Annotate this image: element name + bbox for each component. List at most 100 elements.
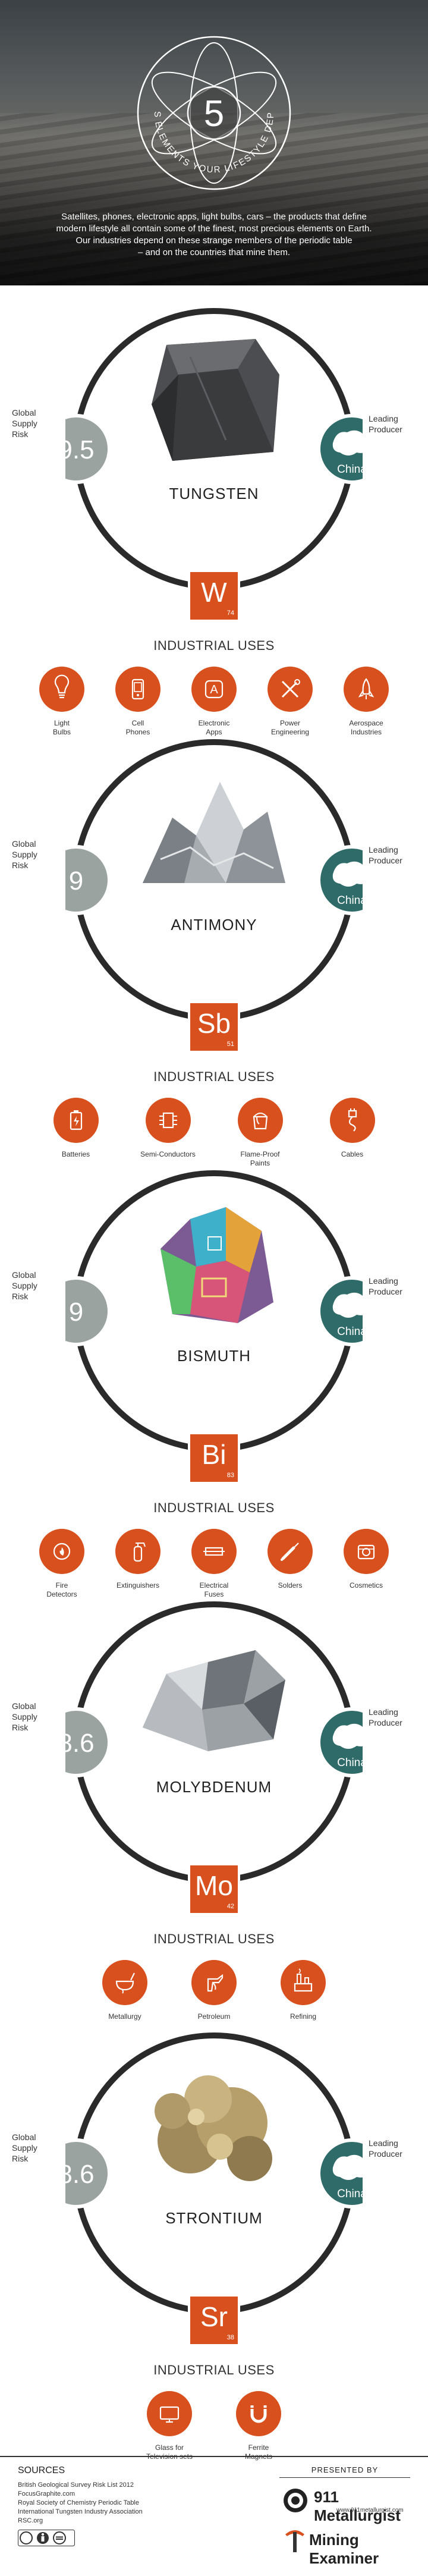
cellphone-icon <box>115 667 160 712</box>
atomic-number: 74 <box>226 610 234 617</box>
use-label: Refining <box>289 2012 317 2021</box>
cosmetics-icon <box>344 1529 389 1574</box>
soldering-iron-icon <box>268 1529 313 1574</box>
element-symbol: Mo <box>195 1870 233 1901</box>
supply-risk-value: 8.6 <box>65 2160 95 2189</box>
element-section-bismuth: 9ChinaBISMUTHGlobalSupplyRiskLeadingProd… <box>0 1151 428 1603</box>
china-map-icon <box>332 430 363 455</box>
china-map-icon <box>332 861 363 887</box>
industrial-uses-heading: INDUSTRIAL USES <box>153 2363 275 2377</box>
brand-911-metallurgist[interactable]: 911 Metallurgist www.911metallurgist.com <box>279 2483 410 2524</box>
industrial-uses-heading: INDUSTRIAL USES <box>153 1069 275 1084</box>
presented-by: PRESENTED BY <box>311 2465 379 2474</box>
molybdenum-sample-image <box>143 1650 285 1751</box>
pickaxe-icon <box>285 2530 304 2552</box>
refinery-icon <box>281 1960 326 2005</box>
producer-name: China <box>337 463 363 476</box>
use-item: Solders <box>257 1526 323 1590</box>
use-label: Semi-Conductors <box>140 1150 196 1158</box>
brand1-url: www.911metallurgist.com <box>336 2507 404 2514</box>
use-item: Semi-Conductors <box>136 1095 201 1159</box>
antimony-sample-image <box>143 782 285 883</box>
supply-risk-circle <box>65 1276 111 1346</box>
use-label: Cosmetics <box>349 1581 383 1589</box>
industrial-uses-heading: INDUSTRIAL USES <box>153 638 275 653</box>
supply-risk-circle <box>65 1707 111 1777</box>
paint-bucket-icon <box>237 1098 283 1143</box>
svg-text:A: A <box>210 683 218 696</box>
element-name: TUNGSTEN <box>169 485 259 502</box>
element-symbol: Sr <box>200 2301 228 2332</box>
app-icon: A <box>191 667 237 712</box>
supply-risk-value: 8.6 <box>65 1729 95 1758</box>
element-section-tungsten: 9.5ChinaTUNGSTENGlobalSupplyRiskLeadingP… <box>0 288 428 740</box>
metallurgist-logo-icon <box>284 2489 307 2512</box>
china-map-icon <box>332 1723 363 1749</box>
use-item: Batteries <box>43 1095 109 1159</box>
element-name: MOLYBDENUM <box>156 1778 272 1796</box>
use-label: Petroleum <box>197 2012 231 2021</box>
hero-banner: 5 PRECIOUS ELEMENTS YOUR LIFESTYLE DEPEN… <box>0 0 428 285</box>
intro-text: Satellites, phones, electronic apps, lig… <box>56 212 372 257</box>
use-item: Metallurgy <box>92 1958 158 2021</box>
atomic-number: 51 <box>226 1041 234 1048</box>
element-name: ANTIMONY <box>171 916 257 934</box>
use-item: Cosmetics <box>333 1526 399 1590</box>
strontium-sample-image <box>155 2075 272 2181</box>
creative-commons-icon <box>18 2530 75 2546</box>
tools-icon <box>268 667 313 712</box>
use-label: Metallurgy <box>108 2012 141 2021</box>
use-label: Extinguishers <box>116 1581 160 1589</box>
use-item: Extinguishers <box>105 1526 171 1590</box>
element-section-molybdenum: 8.6ChinaMOLYBDENUMGlobalSupplyRiskLeadin… <box>0 1582 428 2034</box>
bismuth-sample-image <box>160 1207 273 1323</box>
sources-list: British Geological Survey Risk List 2012… <box>18 2481 143 2524</box>
ladle-icon <box>102 1960 147 2005</box>
industrial-uses-heading: INDUSTRIAL USES <box>153 1931 275 1946</box>
use-label: Batteries <box>61 1150 90 1158</box>
fuel-nozzle-icon <box>191 1960 237 2005</box>
element-section-strontium: 8.6ChinaSTRONTIUMGlobalSupplyRiskLeading… <box>0 2013 428 2465</box>
element-name: STRONTIUM <box>165 2209 263 2227</box>
tungsten-sample-image <box>152 339 279 461</box>
producer-name: China <box>337 2188 363 2200</box>
atomic-number: 83 <box>226 1472 234 1479</box>
extinguisher-icon <box>115 1529 160 1574</box>
footer: SOURCES British Geological Survey Risk L… <box>0 2456 428 2576</box>
brand2-name: Mining Examiner <box>309 2531 379 2567</box>
battery-icon <box>53 1098 99 1143</box>
producer-name: China <box>337 1325 363 1338</box>
brand-mining-examiner[interactable]: Mining Examiner <box>279 2524 410 2567</box>
magnet-icon <box>236 2391 281 2436</box>
china-map-icon <box>332 1292 363 1318</box>
brand1-name: 911 Metallurgist <box>314 2488 401 2524</box>
supply-risk-circle <box>65 2138 111 2209</box>
supply-risk-value: 9 <box>69 1298 83 1327</box>
